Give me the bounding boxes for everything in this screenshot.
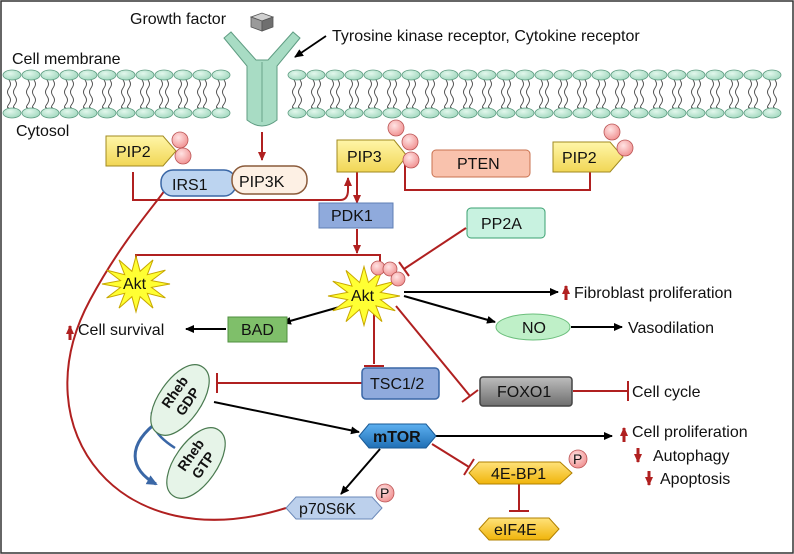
growth-factor-cube-icon: [249, 12, 275, 32]
bp1-phospho-label: P: [573, 451, 582, 467]
bp1-node: 4E-BP1 P: [468, 449, 588, 485]
eif4e-node: eIF4E: [478, 517, 560, 541]
p70-phospho-label: P: [380, 485, 389, 501]
cell-cycle-label: Cell cycle: [632, 384, 701, 401]
foxo1-label: FOXO1: [497, 384, 551, 401]
receptor-label: Tyrosine kinase receptor, Cytokine recep…: [332, 28, 640, 45]
cell-membrane-label: Cell membrane: [12, 51, 121, 68]
akt-center-label: Akt: [351, 288, 375, 305]
pp2a-inhibit-line: [403, 227, 467, 270]
p70-irs1-feedback-line: [66, 179, 287, 521]
mtor-label: mTOR: [373, 429, 421, 446]
pip2-left-node: PIP2: [105, 131, 192, 167]
rheb-gtp-node: Rheb GTP: [166, 427, 226, 499]
mtor-bp1-inhibit-line: [431, 443, 470, 468]
pten-bracket-line: [404, 162, 591, 191]
p70-node: p70S6K P: [285, 483, 395, 520]
pip2-right-label: PIP2: [562, 150, 597, 167]
receptor: [223, 31, 301, 127]
vasodilation-label: Vasodilation: [628, 320, 714, 337]
autophagy-label: Autophagy: [653, 448, 730, 465]
cell-proliferation-label: Cell proliferation: [632, 424, 748, 441]
pten-label: PTEN: [457, 156, 500, 173]
mtor-outcomes: Cell proliferation Autophagy Apoptosis: [620, 424, 748, 488]
bp1-label: 4E-BP1: [491, 466, 546, 483]
akt-to-no-arrow: [403, 295, 496, 324]
eif4e-label: eIF4E: [494, 522, 537, 539]
irs1-label: IRS1: [172, 177, 208, 194]
pp2a-inhibit-bar: [398, 261, 410, 277]
akt-left-label: Akt: [123, 276, 147, 293]
receptor-pointer-arrow: [294, 35, 327, 58]
irs1-node: IRS1: [160, 169, 237, 197]
no-node: NO: [495, 313, 571, 341]
bad-node: BAD: [227, 316, 288, 343]
p70-label: p70S6K: [299, 501, 356, 518]
tsc-label: TSC1/2: [370, 376, 424, 393]
pten-node: PTEN: [431, 149, 531, 178]
akt-foxo1-inhibit-bar: [461, 389, 479, 403]
pip2-to-pip3-arrow: [132, 172, 352, 201]
mtor-bp1-inhibit-bar: [463, 458, 475, 476]
apoptosis-label: Apoptosis: [660, 471, 730, 488]
pip3k-label: PIP3K: [239, 174, 285, 191]
cell-survival: Cell survival: [66, 322, 164, 340]
cell-survival-label: Cell survival: [78, 322, 164, 339]
mtor-node: mTOR: [358, 423, 437, 449]
pdk1-label: PDK1: [331, 208, 373, 225]
pip3-label: PIP3: [347, 149, 382, 166]
tsc-node: TSC1/2: [361, 367, 440, 400]
cytosol-label: Cytosol: [16, 123, 69, 140]
pdk1-node: PDK1: [318, 202, 394, 229]
cell-membrane: [2, 69, 782, 119]
akt-center-node: Akt: [327, 260, 406, 328]
akt-left-node: Akt: [101, 254, 171, 314]
pip2-left-label: PIP2: [116, 144, 151, 161]
akt-foxo1-inhibit-line: [395, 305, 471, 397]
pip2-right-node: PIP2: [552, 123, 634, 173]
mtor-to-p70-arrow: [340, 448, 381, 495]
foxo1-node: FOXO1: [479, 376, 573, 407]
bad-label: BAD: [241, 322, 274, 339]
pip3-node: PIP3: [336, 119, 420, 173]
rheb-gdp-to-gtp-arrow: [133, 418, 161, 486]
no-label: NO: [522, 320, 546, 337]
growth-factor-label: Growth factor: [130, 11, 227, 28]
rheb-to-mtor-arrow: [213, 401, 360, 435]
fibroblast-proliferation: Fibroblast proliferation: [562, 285, 732, 302]
fibroblast-label: Fibroblast proliferation: [574, 285, 732, 302]
pp2a-node: PP2A: [466, 207, 546, 239]
pip3k-node: PIP3K: [231, 165, 308, 195]
pp2a-label: PP2A: [481, 216, 522, 233]
